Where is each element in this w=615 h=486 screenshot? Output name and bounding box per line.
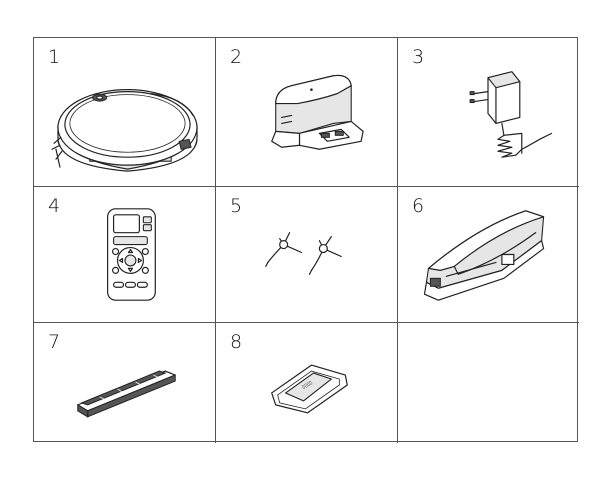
side-brush-left-icon <box>265 232 303 268</box>
item-number: 6 <box>412 195 425 217</box>
grid-cell-empty <box>398 323 579 443</box>
dustbin-icon <box>423 210 545 301</box>
robot-vacuum-icon <box>51 89 198 172</box>
remote-control-icon <box>107 208 156 301</box>
grid-cell-4: 4 <box>34 187 216 323</box>
hepa-filter-icon <box>77 370 176 418</box>
grid-cell-8: 8 ▯▯▯▯ <box>216 323 398 443</box>
grid-cell-1: 1 <box>34 38 216 187</box>
grid-cell-5: 5 <box>216 187 398 323</box>
package-contents-grid: 1 2 <box>33 37 579 443</box>
item-number: 3 <box>412 46 425 68</box>
side-brush-right-icon <box>308 236 342 275</box>
item-number: 2 <box>230 46 243 68</box>
grid-cell-3: 3 <box>398 38 579 187</box>
item-number: 5 <box>230 195 243 217</box>
grid-cell-6: 6 <box>398 187 579 323</box>
charging-dock-icon <box>271 74 364 150</box>
item-number: 8 <box>230 331 243 353</box>
item-number: 4 <box>48 195 61 217</box>
item-number: 1 <box>48 46 61 68</box>
cleaning-tool-icon: ▯▯▯▯ <box>271 364 348 414</box>
grid-cell-2: 2 <box>216 38 398 187</box>
side-brushes-icon <box>265 232 342 275</box>
power-adapter-icon <box>469 71 553 158</box>
item-number: 7 <box>48 331 61 353</box>
grid-cell-7: 7 <box>34 323 216 443</box>
svg-text:▯▯▯▯: ▯▯▯▯ <box>301 380 314 391</box>
